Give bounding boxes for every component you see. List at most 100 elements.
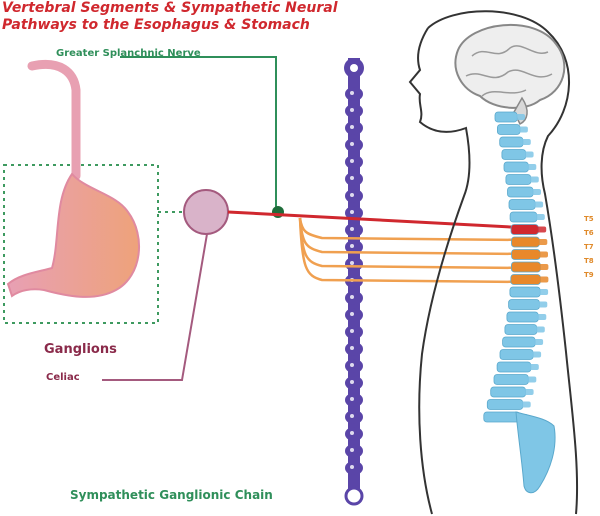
vertebra-process xyxy=(534,326,545,333)
vertebra xyxy=(509,211,538,223)
vertebra-process xyxy=(520,139,531,145)
vertebra xyxy=(510,224,539,235)
sacrum-shape xyxy=(515,411,556,494)
ganglions-label: Ganglions xyxy=(44,342,117,357)
vertebra-process xyxy=(538,276,549,283)
vertebra-process xyxy=(538,289,549,295)
chain-node xyxy=(345,291,363,305)
vertebra-process xyxy=(538,264,549,270)
vertebra xyxy=(496,124,521,135)
chain-node-highlight xyxy=(350,125,354,129)
vertebra xyxy=(499,349,534,360)
greater-splanchnic-nerve-label: Greater Splanchnic Nerve xyxy=(56,48,201,59)
chain-node xyxy=(345,444,363,458)
vertebra-process xyxy=(520,401,531,408)
chain-node-highlight xyxy=(350,329,354,333)
vertebra xyxy=(505,174,532,185)
vertebra xyxy=(510,261,541,273)
chain-node-highlight xyxy=(350,380,354,384)
vertebra-label-t8: T8 xyxy=(584,257,594,265)
chain-node-highlight xyxy=(350,91,354,95)
vertebra-process xyxy=(531,351,542,358)
vertebra-process xyxy=(531,189,541,195)
chain-node xyxy=(345,376,363,390)
vertebra-label-t6: T6 xyxy=(584,229,594,237)
vertebra xyxy=(508,299,540,310)
chain-node-highlight xyxy=(350,414,354,418)
chain-node-highlight xyxy=(350,431,354,435)
celiac-leader-line xyxy=(102,233,208,381)
celiac-label: Celiac xyxy=(46,372,80,383)
vertebra-process xyxy=(523,389,534,395)
stomach-shape xyxy=(6,172,141,298)
vertebra-label-t5: T5 xyxy=(584,215,594,223)
vertebra xyxy=(496,361,532,373)
diagram-title-line1: Vertebral Segments & Sympathetic Neural xyxy=(2,0,338,16)
vertebra-process xyxy=(523,151,534,158)
vertebra xyxy=(507,186,534,198)
chain-node-highlight xyxy=(350,346,354,350)
vertebra-process xyxy=(517,126,528,133)
vertebra-process xyxy=(533,339,544,345)
chain-node-highlight xyxy=(350,193,354,197)
vertebra xyxy=(502,336,536,348)
vertebra-label-t7: T7 xyxy=(584,243,594,251)
chain-node xyxy=(345,427,363,441)
sympathetic-ganglionic-chain-label: Sympathetic Ganglionic Chain xyxy=(70,488,273,502)
vertebra xyxy=(506,311,539,323)
chain-node xyxy=(345,155,363,169)
chain-node xyxy=(345,308,363,322)
vertebra xyxy=(511,236,540,248)
chain-node-highlight xyxy=(350,363,354,367)
chain-node xyxy=(345,206,363,220)
head-outline xyxy=(427,10,579,515)
vertebra-process xyxy=(515,114,525,120)
chain-node xyxy=(345,240,363,254)
esophagus-shape xyxy=(27,60,81,181)
chain-node xyxy=(345,104,363,118)
vertebra-process xyxy=(528,176,539,183)
chain-node-highlight xyxy=(350,448,354,452)
vertebra-process xyxy=(536,314,547,320)
brain-shape xyxy=(454,23,566,109)
vertebra xyxy=(483,411,521,423)
brain-folds xyxy=(465,45,553,97)
chain-node-highlight xyxy=(350,261,354,265)
splanchnic-leader-line xyxy=(120,56,277,212)
vertebra xyxy=(504,324,538,335)
chain-node-highlight xyxy=(350,295,354,299)
sympathetic-nerve-pathway xyxy=(298,217,529,256)
vertebra xyxy=(494,111,518,123)
chain-node xyxy=(345,359,363,373)
chain-node-highlight xyxy=(350,244,354,248)
chain-node-highlight xyxy=(350,397,354,401)
vertebra xyxy=(499,136,524,148)
chain-node xyxy=(345,325,363,339)
celiac-ganglion xyxy=(183,189,229,235)
vertebra-label-t9: T9 xyxy=(584,271,594,279)
vertebra xyxy=(511,249,541,260)
chain-node xyxy=(345,87,363,101)
vertebra-process xyxy=(537,239,548,245)
diagram-title-line2: Pathways to the Esophagus & Stomach xyxy=(2,17,310,33)
chain-node xyxy=(345,172,363,186)
chain-node xyxy=(345,461,363,475)
vertebra-process xyxy=(534,214,545,220)
vertebra-process xyxy=(538,251,548,258)
chain-node-highlight xyxy=(350,227,354,231)
vertebra xyxy=(503,161,529,173)
vertebra-process xyxy=(528,364,539,370)
vertebra xyxy=(486,399,524,410)
vertebra-process xyxy=(526,164,537,170)
chain-node xyxy=(345,189,363,203)
vertebra-process xyxy=(537,301,548,308)
greater-splanchnic-nerve-path xyxy=(227,210,531,230)
chain-node-highlight xyxy=(350,210,354,214)
sympathetic-nerve-pathway xyxy=(298,217,529,284)
vertebra xyxy=(493,374,529,385)
chain-node xyxy=(345,121,363,135)
chain-node-top-center xyxy=(350,64,358,72)
chain-node-highlight xyxy=(350,312,354,316)
